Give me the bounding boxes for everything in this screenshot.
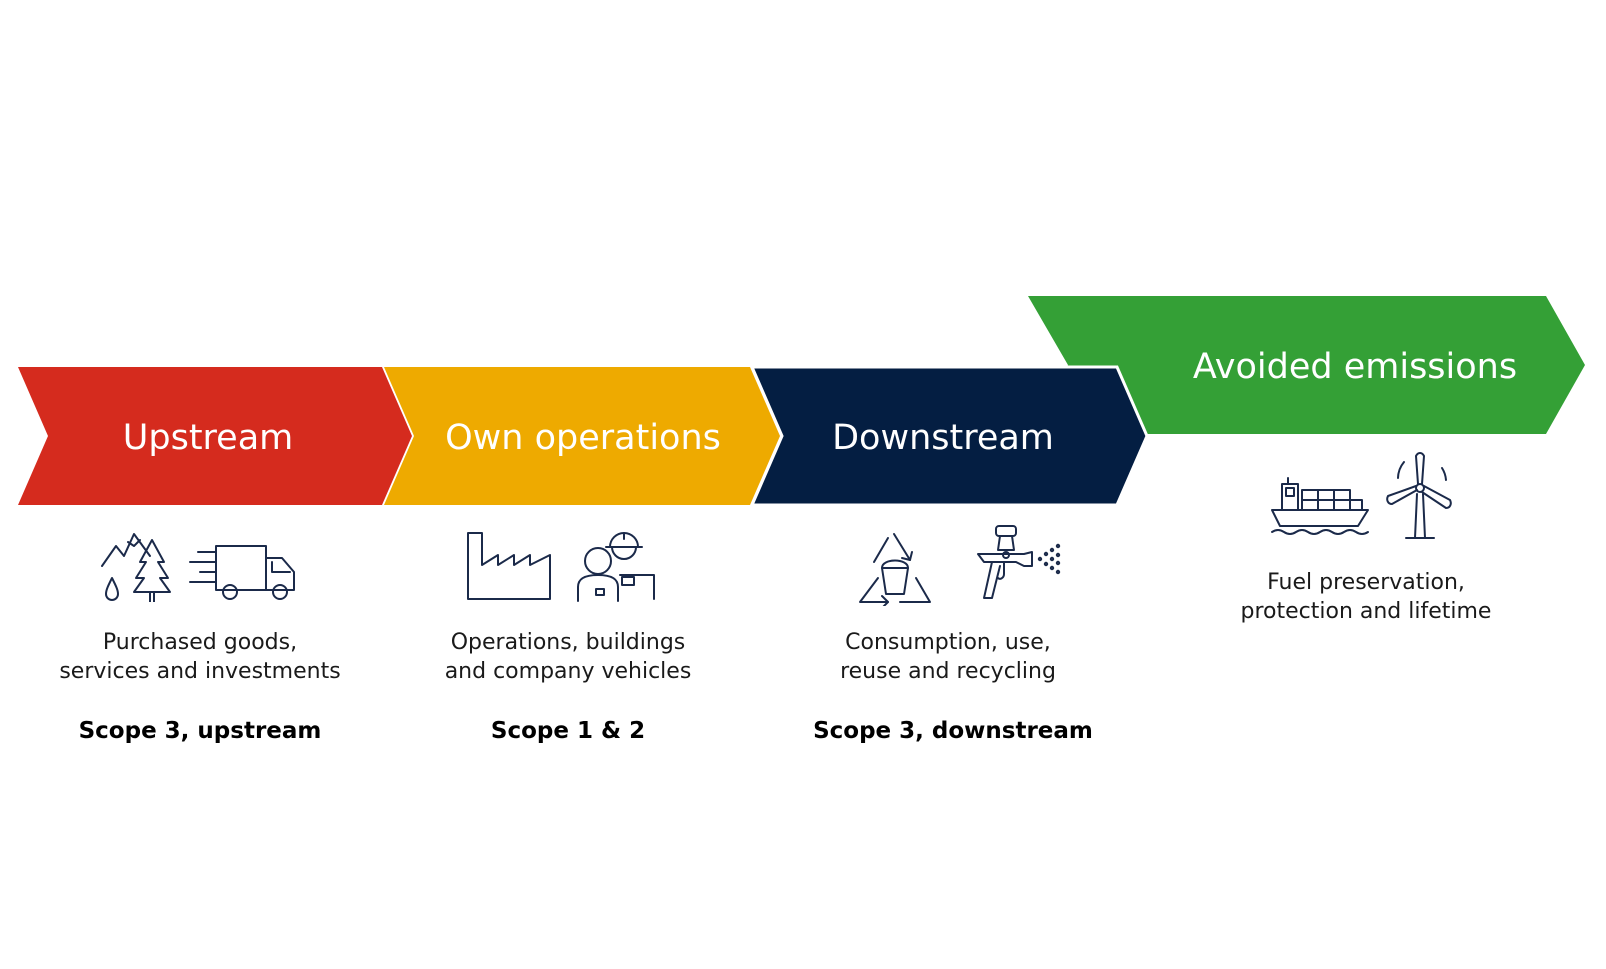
container-ship-icon <box>1270 476 1370 538</box>
worker-icon <box>576 523 656 603</box>
chevron-avoided-emissions <box>1028 296 1585 434</box>
chevron-downstream <box>749 365 1149 507</box>
recycling-bucket-icon <box>852 530 936 606</box>
delivery-truck-icon <box>186 544 298 602</box>
chevron-upstream <box>18 367 412 505</box>
spray-gun-icon <box>976 522 1062 604</box>
stage-description-avoided-emissions: Fuel preservation, protection and lifeti… <box>1240 570 1492 624</box>
stage-title-own-operations: Own operations <box>445 418 721 458</box>
stage-title-upstream: Upstream <box>123 418 294 458</box>
scope-label-own-operations: Scope 1 & 2 <box>490 718 646 744</box>
stage-description-downstream: Consumption, use, reuse and recycling <box>840 630 1056 684</box>
factory-icon <box>466 531 554 601</box>
stage-title-downstream: Downstream <box>832 418 1054 458</box>
stage-description-own-operations: Operations, buildings and company vehicl… <box>444 630 692 684</box>
mountain-forest-icon <box>100 526 178 602</box>
stage-description-upstream: Purchased goods, services and investment… <box>59 630 341 684</box>
scope-label-upstream: Scope 3, upstream <box>78 718 322 744</box>
stage-title-avoided-emissions: Avoided emissions <box>1193 347 1517 387</box>
chevron-own-operations <box>384 367 780 505</box>
wind-turbine-icon <box>1384 450 1456 540</box>
scope-label-downstream: Scope 3, downstream <box>813 718 1093 744</box>
